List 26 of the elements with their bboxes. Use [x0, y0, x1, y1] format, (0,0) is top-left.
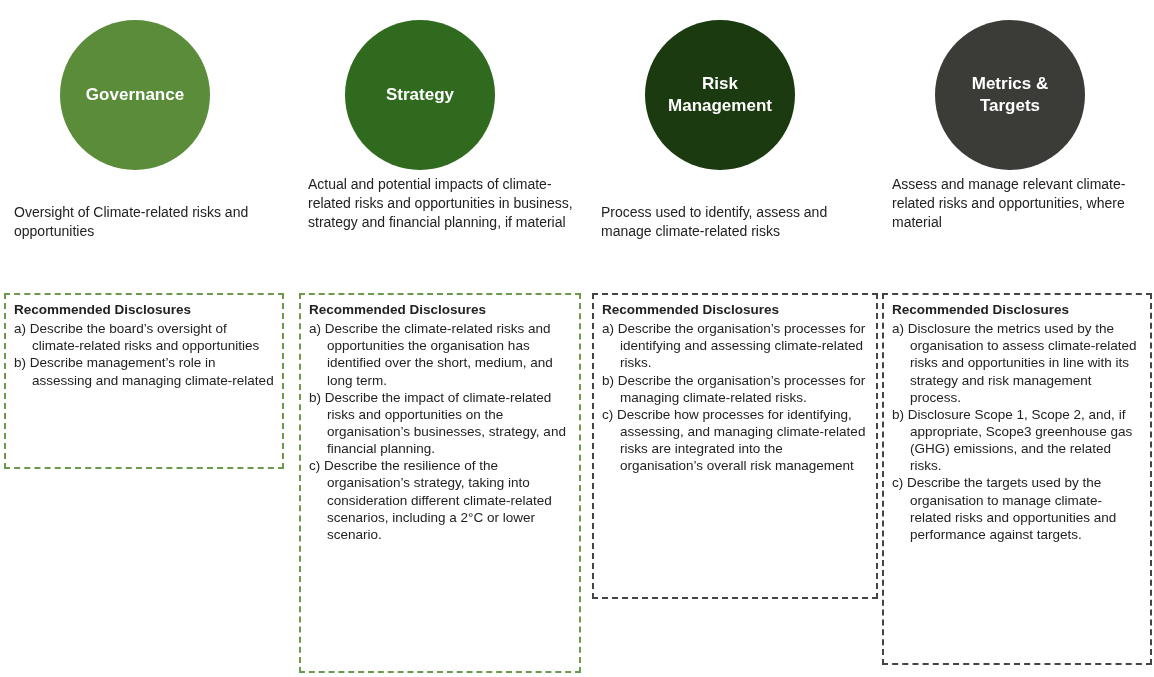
panel-heading: Recommended Disclosures: [892, 301, 1071, 319]
pillar-description: Process used to identify, assess and manage climate-related risks: [601, 203, 829, 241]
pillar-title: Strategy: [386, 83, 454, 106]
disclosure-item: c) Describe how processes for identifying, assessing, and managing climate-related risks are integrated into the organisation’s overall risk management: [602, 405, 867, 475]
disclosure-item: b) Describe the organisation’s processes for managing climate-related risks.: [602, 371, 867, 406]
disclosure-panel: [299, 293, 581, 673]
disclosure-panel: [592, 293, 878, 599]
pillar-title: Governance: [85, 83, 185, 106]
pillar-title: Risk Management: [667, 72, 773, 117]
panel-heading: Recommended Disclosures: [602, 301, 781, 319]
disclosure-item: b) Disclosure Scope 1, Scope 2, and, if appropriate, Scope3 greenhouse gas (GHG) emissions, and the related risks.: [892, 405, 1134, 475]
disclosure-item: a) Describe the organisation’s processes for identifying and assessing climate-related risks.: [602, 320, 867, 372]
pillar-description: Oversight of Climate-related risks and opportunities: [14, 203, 250, 241]
disclosure-item: a) Disclosure the metrics used by the organisation to assess climate-related risks and opportunities in line with its strategy and risk management process.: [892, 320, 1138, 406]
disclosure-item: b) Describe management’s role in assessing and managing climate-related: [14, 354, 274, 389]
disclosure-item: c) Describe the targets used by the organisation to manage climate-related risks and opportunities and performance against targets.: [892, 474, 1118, 543]
disclosure-item: c) Describe the resilience of the organisation’s strategy, taking into consideration different climate-related scenarios, including a 2°C or lower scenario.: [309, 457, 553, 543]
panel-heading: Recommended Disclosures: [14, 301, 193, 319]
panel-heading: Recommended Disclosures: [309, 301, 488, 319]
pillar-description: Assess and manage relevant climate-related risks and opportunities, where material: [892, 175, 1127, 232]
disclosure-panel: [4, 293, 284, 469]
disclosure-item: b) Describe the impact of climate-related risks and opportunities on the organisation’s businesses, strategy, and financial planning.: [309, 388, 567, 458]
pillar-description: Actual and potential impacts of climate-related risks and opportunities in business, strategy and financial planning, if material: [308, 175, 574, 232]
disclosure-panel: [882, 293, 1152, 665]
pillar-title: Metrics & Targets: [970, 72, 1050, 117]
disclosure-item: a) Describe the climate-related risks and opportunities the organisation has identified over the short, medium, and long term.: [309, 320, 554, 389]
